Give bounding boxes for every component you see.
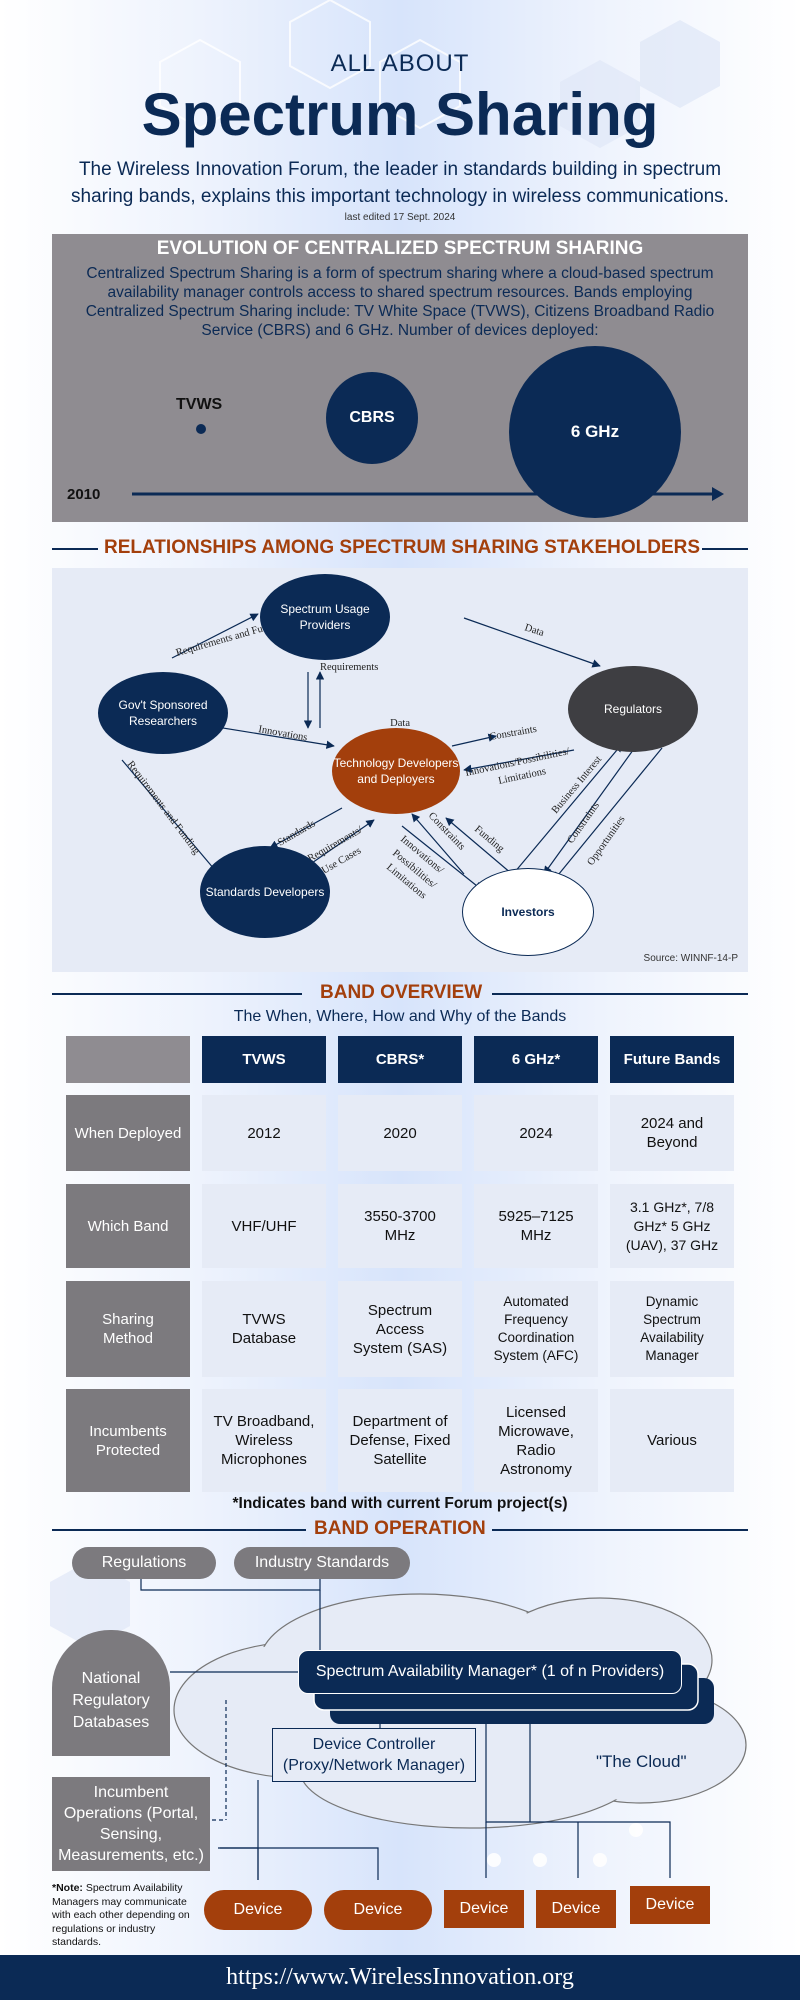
column-header-cbrs: CBRS* — [338, 1036, 462, 1083]
footer-url[interactable]: https://www.WirelessInnovation.org — [0, 1955, 800, 2000]
bubble-6ghz: 6 GHz — [509, 346, 681, 518]
diagram-source: Source: WINNF-14-P — [643, 953, 738, 964]
band-overview-title: BAND OVERVIEW — [320, 982, 483, 1003]
band-operation-title: BAND OPERATION — [314, 1518, 486, 1539]
table-cell: Department of Defense, Fixed Satellite — [338, 1389, 462, 1492]
last-edited-date: last edited 17 Sept. 2024 — [344, 212, 456, 223]
table-cell: 3550-3700 MHz — [338, 1184, 462, 1268]
table-cell: VHF/UHF — [202, 1184, 326, 1268]
evolution-panel: EVOLUTION OF CENTRALIZED SPECTRUM SHARIN… — [52, 234, 748, 522]
row-header-sharing-method: Sharing Method — [66, 1281, 190, 1377]
band-overview-subtitle: The When, Where, How and Why of the Band… — [233, 1008, 567, 1025]
column-header-6ghz: 6 GHz* — [474, 1036, 598, 1083]
relationships-title: RELATIONSHIPS AMONG SPECTRUM SHARING STA… — [104, 537, 701, 558]
intro-text: The Wireless Innovation Forum, the leade… — [71, 159, 729, 207]
table-cell: TV Broadband, Wireless Microphones — [202, 1389, 326, 1492]
manager-communication-note: *Note: Spectrum Availability Managers ma… — [52, 1882, 204, 1950]
table-cell: 5925–7125 MHz — [474, 1184, 598, 1268]
table-cell: Various — [610, 1389, 734, 1492]
bubble-tvws — [196, 424, 206, 434]
node-govt-researchers: Gov't Sponsored Researchers — [98, 672, 228, 754]
national-regulatory-databases: National Regulatory Databases — [52, 1630, 170, 1756]
row-header-when-deployed: When Deployed — [66, 1095, 190, 1171]
section-rule-left — [52, 548, 98, 550]
device-5: Device — [630, 1886, 710, 1924]
table-cell: TVWS Database — [202, 1281, 326, 1377]
table-cell: 2024 and Beyond — [610, 1095, 734, 1171]
device-2: Device — [324, 1890, 432, 1930]
bubble-cbrs: CBRS — [326, 372, 418, 464]
cloud-label: "The Cloud" — [596, 1752, 687, 1771]
note-text: Spectrum Availability Managers may commu… — [52, 1882, 190, 1948]
section-rule-right — [492, 993, 748, 995]
timeline-start-year: 2010 — [67, 486, 101, 503]
industry-standards-pill: Industry Standards — [234, 1547, 410, 1579]
device-controller: Device Controller (Proxy/Network Manager… — [272, 1728, 476, 1782]
note-label: *Note: — [52, 1882, 83, 1894]
bubble-label-tvws: TVWS — [176, 396, 223, 413]
section-rule-right — [492, 1529, 748, 1531]
table-cell: Automated Frequency Coordination System … — [474, 1281, 598, 1377]
device-3: Device — [444, 1890, 524, 1928]
table-cell: Dynamic Spectrum Availability Manager — [610, 1281, 734, 1377]
table-cell: 2024 — [474, 1095, 598, 1171]
incumbent-operations: Incumbent Operations (Portal, Sensing, M… — [52, 1777, 210, 1871]
stakeholder-diagram: Requirements and Funding Data Requiremen… — [52, 568, 748, 972]
edge-label-requirements: Requirements — [320, 662, 378, 673]
section-rule-left — [52, 1529, 306, 1531]
device-1: Device — [204, 1890, 312, 1930]
regulations-pill: Regulations — [72, 1547, 216, 1579]
column-header-tvws: TVWS — [202, 1036, 326, 1083]
column-header-future-bands: Future Bands — [610, 1036, 734, 1083]
row-header-which-band: Which Band — [66, 1184, 190, 1268]
table-cell: Spectrum Access System (SAS) — [338, 1281, 462, 1377]
section-rule-left — [52, 993, 302, 995]
header-eyebrow: ALL ABOUT — [330, 50, 470, 77]
spectrum-availability-manager: Spectrum Availability Manager* (1 of n P… — [298, 1650, 682, 1694]
section-rule-right — [702, 548, 748, 550]
page-title: Spectrum Sharing — [141, 81, 659, 148]
table-cell: 2012 — [202, 1095, 326, 1171]
table-cell: 2020 — [338, 1095, 462, 1171]
table-cell: Licensed Microwave, Radio Astronomy — [474, 1389, 598, 1492]
footer-link[interactable]: https://www.WirelessInnovation.org — [226, 1964, 574, 1990]
stakeholder-edges: Requirements and Funding Data Requiremen… — [121, 613, 663, 901]
device-4: Device — [536, 1890, 616, 1928]
node-investors: Investors — [462, 868, 594, 956]
evolution-description: Centralized Spectrum Sharing is a form o… — [85, 265, 715, 339]
node-regulators: Regulators — [568, 666, 698, 752]
node-standards-developers: Standards Developers — [200, 846, 330, 938]
timeline-arrow — [132, 487, 724, 501]
evolution-title: EVOLUTION OF CENTRALIZED SPECTRUM SHARIN… — [156, 238, 644, 259]
node-technology-developers: Technology Developers and Deployers — [332, 728, 460, 814]
row-header-incumbents-protected: Incumbents Protected — [66, 1389, 190, 1492]
node-spectrum-usage-providers: Spectrum Usage Providers — [260, 574, 390, 660]
table-corner — [66, 1036, 190, 1083]
edge-label-data-mid: Data — [390, 718, 410, 729]
forum-project-note: *Indicates band with current Forum proje… — [232, 1495, 568, 1512]
table-cell: 3.1 GHz*, 7/8 GHz* 5 GHz (UAV), 37 GHz — [610, 1184, 734, 1268]
national-db-label: National Regulatory Databases — [72, 1670, 150, 1731]
